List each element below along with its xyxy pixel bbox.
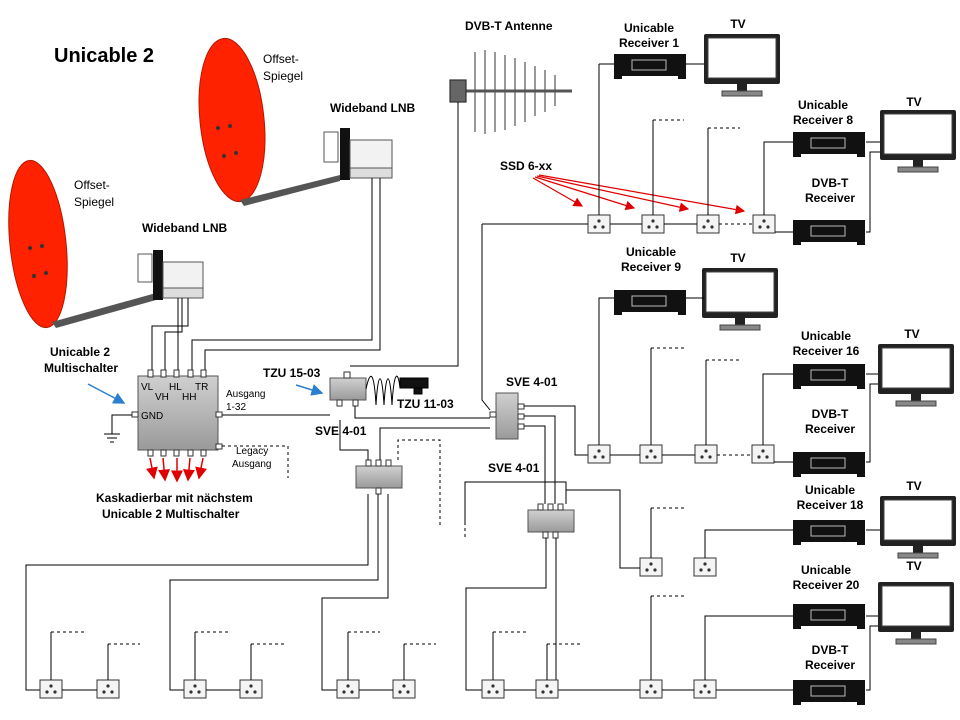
receiver-4-label-1: Unicable [626, 245, 676, 259]
tv-label: TV [730, 251, 745, 265]
receiver-7-label-1: Unicable [805, 483, 855, 497]
ausgang-label-2: 1-32 [226, 402, 246, 413]
receiver-9-label-2: Receiver [805, 658, 855, 672]
receiver-5 [792, 363, 866, 390]
tv-label: TV [904, 327, 919, 341]
tzu-1503-label: TZU 15-03 [263, 366, 321, 380]
receiver-1-label-2: Receiver 1 [619, 36, 679, 50]
offset-mirror-top-label-1: Offset- [263, 52, 299, 66]
ssd-label: SSD 6-xx [500, 159, 552, 173]
socket-row-4 [639, 679, 717, 699]
receiver-8-label-2: Receiver 20 [793, 578, 860, 592]
receiver-5-label-2: Receiver 16 [793, 344, 860, 358]
multiswitch-pointer [87, 383, 126, 404]
tv-label: TV [906, 559, 921, 573]
port-vl: VL [141, 382, 154, 393]
lnb-cables [151, 178, 381, 378]
wideband-lnb-left-label: Wideband LNB [142, 221, 228, 235]
trunk-cables [25, 224, 640, 691]
receiver-6 [792, 451, 866, 478]
receiver-8 [792, 603, 866, 630]
offset-mirror-left-label-1: Offset- [74, 178, 110, 192]
lnb-top-icon [323, 128, 393, 180]
receiver-3-label-1: DVB-T [812, 176, 849, 190]
multiswitch-label-1: Unicable 2 [50, 345, 110, 359]
wideband-lnb-top-label: Wideband LNB [330, 101, 416, 115]
cascade-arrows [146, 457, 207, 483]
offset-mirror-top [198, 37, 340, 206]
spare-cables [397, 439, 466, 540]
antenna-cable [350, 102, 459, 367]
cascade-label-1: Kaskadierbar mit nächstem [96, 491, 253, 505]
receiver-1 [613, 53, 687, 80]
ground-symbol [104, 414, 132, 443]
offset-mirror-top-label-2: Spiegel [263, 69, 303, 83]
receiver-9 [792, 679, 866, 706]
legacy-label-2: Ausgang [232, 459, 271, 470]
port-tr: TR [195, 382, 208, 393]
sve-label-1: SVE 4-01 [315, 424, 367, 438]
diagram-title: Unicable 2 [54, 45, 154, 67]
receiver-2 [792, 131, 866, 158]
receiver-6-label-1: DVB-T [812, 407, 849, 421]
bottom-sockets [39, 679, 559, 699]
offset-mirror-left-label-2: Spiegel [74, 195, 114, 209]
receiver-2-label-2: Receiver 8 [793, 113, 853, 127]
tv-icon [877, 581, 955, 645]
tzu-1503-box [329, 371, 367, 407]
socket-row-2 [587, 444, 775, 464]
socket-row-3 [639, 557, 717, 577]
legacy-label-1: Legacy [236, 446, 268, 457]
receiver-3 [792, 219, 866, 246]
tv-icon [879, 495, 957, 559]
receiver-4 [613, 289, 687, 316]
receiver-7-label-2: Receiver 18 [797, 498, 864, 512]
receiver-5-label-1: Unicable [801, 329, 851, 343]
receiver-3-label-2: Receiver [805, 191, 855, 205]
tv-icon [701, 267, 779, 331]
tv-label: TV [906, 95, 921, 109]
tzu-1103-coil [365, 375, 429, 406]
ausgang-label-1: Ausgang [226, 389, 265, 400]
tv-icon [877, 343, 955, 407]
multiswitch-label-2: Multischalter [44, 361, 118, 375]
sve-label-3: SVE 4-01 [488, 461, 540, 475]
lnb-left-icon [137, 250, 204, 300]
cascade-label-2: Unicable 2 Multischalter [102, 507, 240, 521]
offset-mirror-left [8, 159, 156, 329]
tv-label: TV [730, 17, 745, 31]
port-vh: VH [155, 392, 169, 403]
splitter-sve-3 [527, 503, 575, 539]
receiver-7 [792, 519, 866, 546]
tv-icon [879, 109, 957, 173]
receiver-8-label-1: Unicable [801, 563, 851, 577]
port-hh: HH [182, 392, 196, 403]
receiver-6-label-2: Receiver [805, 422, 855, 436]
receiver-4-label-2: Receiver 9 [621, 260, 681, 274]
port-hl: HL [169, 382, 182, 393]
receiver-9-label-1: DVB-T [812, 643, 849, 657]
tv-links [686, 63, 880, 691]
dvbt-antenna-label: DVB-T Antenne [465, 19, 553, 33]
splitter-sve-1 [355, 459, 403, 495]
tzu-1103-label: TZU 11-03 [397, 397, 454, 411]
sve-label-2: SVE 4-01 [506, 375, 558, 389]
receiver-1-label-1: Unicable [624, 21, 674, 35]
dvbt-antenna-icon [449, 50, 572, 134]
ssd-arrows [532, 174, 746, 215]
receiver-2-label-1: Unicable [798, 98, 848, 112]
tv-label: TV [906, 479, 921, 493]
multiswitch-box [131, 369, 223, 457]
tv-icon [703, 33, 781, 97]
port-gnd: GND [141, 411, 163, 422]
splitter-sve-2 [489, 392, 525, 440]
